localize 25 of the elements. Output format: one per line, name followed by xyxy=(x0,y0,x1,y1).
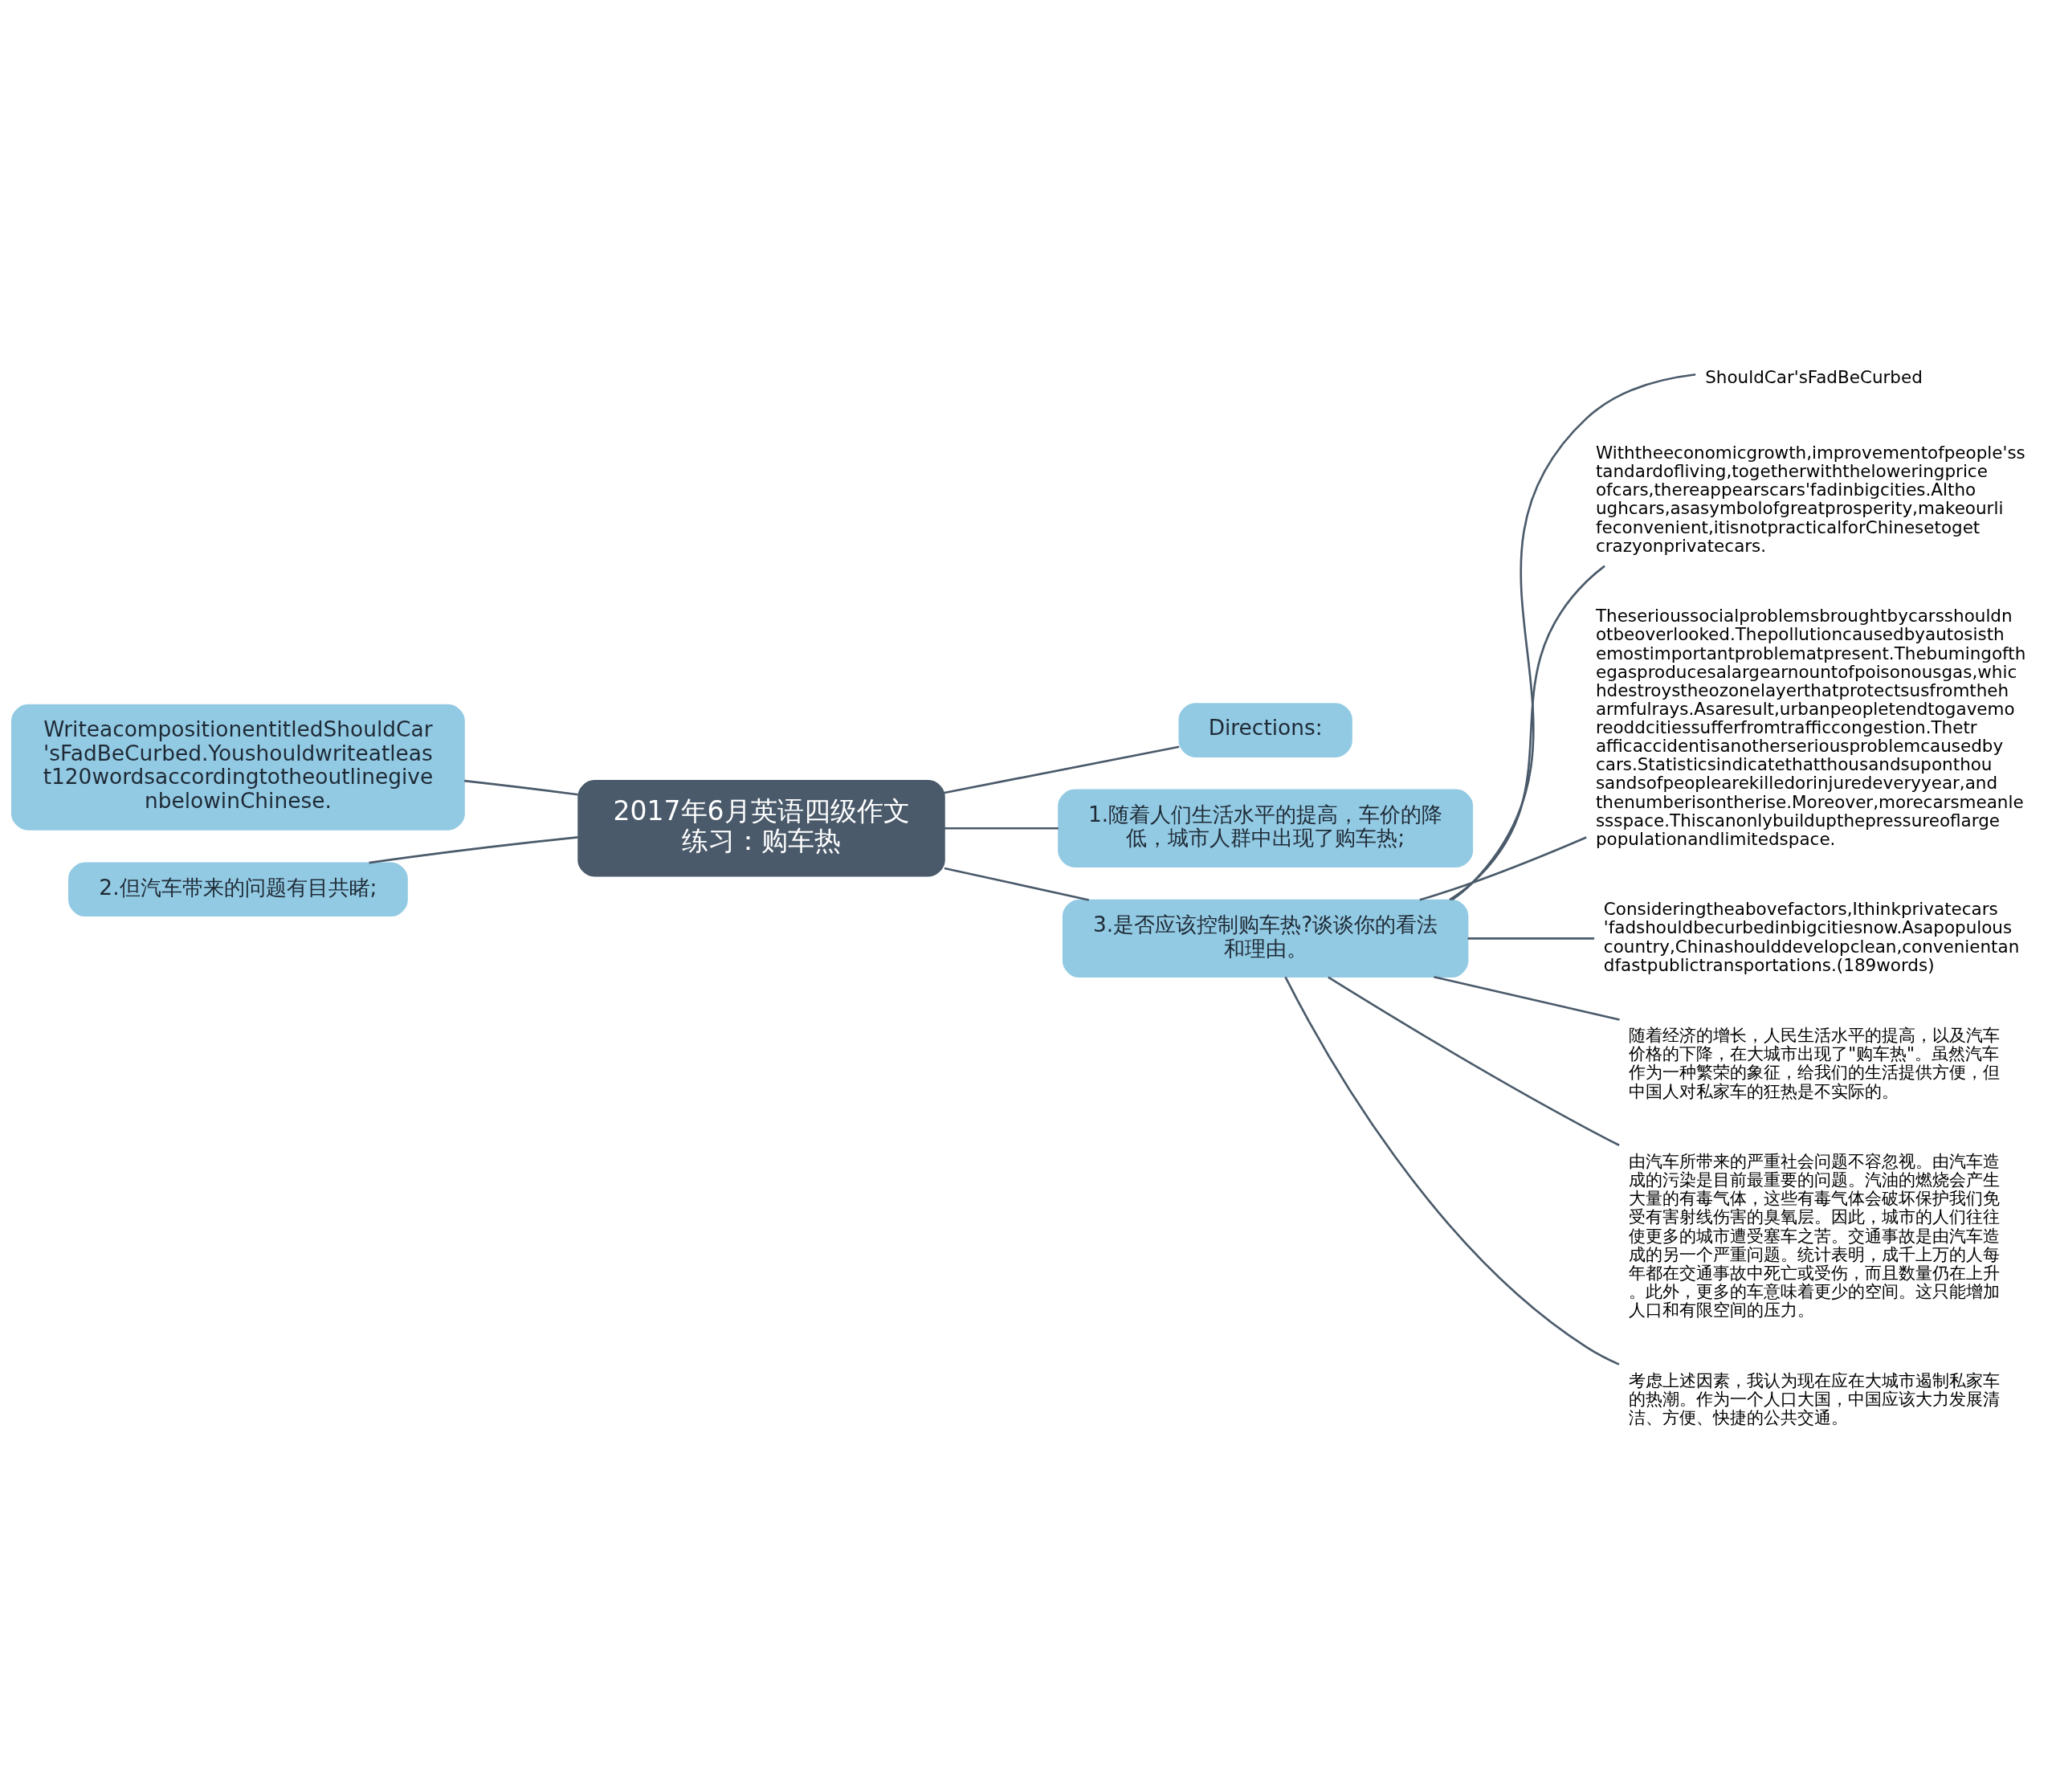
node-text: ShouldCar'sFadBeCurbed xyxy=(1705,366,1923,387)
connector xyxy=(464,779,578,796)
node-box: 2017年6月英语四级作文练习：购车热 xyxy=(577,779,945,877)
connector xyxy=(944,827,1059,830)
connector xyxy=(369,836,578,864)
connector xyxy=(1467,937,1595,940)
node-text: Consideringtheabovefactors,Ithinkprivatecars'fadshouldbecurbedinbigcitiesnow.Asapopulouscountry,Chinashoulddevelopclean,convenientandfastpublictransportations.(189words) xyxy=(1603,899,2020,975)
node-box: 3.是否应该控制购车热?谈谈你的看法和理由。 xyxy=(1062,899,1469,978)
connector xyxy=(944,745,1180,794)
node-box: Directions: xyxy=(1178,703,1352,757)
connector xyxy=(1451,373,1696,901)
connector xyxy=(1434,976,1620,1021)
node-box: WriteacompositionentitledShouldCar'sFadBeCurbed.Youshouldwriteatleast120wordsaccordingtotheoutlinegivenbelowinChinese. xyxy=(10,704,465,831)
node-text: Withtheeconomicgrowth,improvementofpeople'sstandardofliving,togetherwiththeloweringpriceofcars,thereappearscars'fadinbigcities.Althoughcars,asasymbolofgreatprosperity,makeourlifeconvenient,itisnotpracticalforChinesetogetcrazyonprivatecars. xyxy=(1595,443,2025,556)
connector xyxy=(1284,976,1620,1365)
node-text: 由汽车所带来的严重社会问题不容忽视。由汽车造成的污染是目前最重要的问题。汽油的燃烧会产生大量的有毒气体，这些有毒气体会破坏保护我们免受有害射线伤害的臭氧层。因此，城市的人们往往使更多的城市遭受塞车之苦。交通事故是由汽车造成的另一个严重问题。统计表明，成千上万的人每年都在交通事故中死亡或受伤，而且数量仍在上升。此外，更多的车意味着更少的空间。这只能增加人口和有限空间的压力。 xyxy=(1629,1151,2001,1321)
connector xyxy=(1328,976,1620,1146)
node-text: 考虑上述因素，我认为现在应在大城市遏制私家车的热潮。作为一个人口大国，中国应该大力发展清洁、方便、快捷的公共交通。 xyxy=(1629,1370,2001,1427)
node-text: 随着经济的增长，人民生活水平的提高，以及汽车价格的下降，在大城市出现了"购车热"。虽然汽车作为一种繁荣的象征，给我们的生活提供方便，但中国人对私家车的狂热是不实际的。 xyxy=(1629,1025,2001,1101)
connector xyxy=(1449,565,1605,901)
node-box: 1.随着人们生活水平的提高，车价的降低，城市人群中出现了购车热; xyxy=(1058,789,1474,867)
connector xyxy=(1419,836,1587,901)
node-text: Theserioussocialproblemsbroughtbycarsshouldnotbeoverlooked.Thepollutioncausedbyautosisthemostimportantproblematpresent.Thebumingofthegasproducesalargearnountofpoisonousgas,whichdestroystheozonelayerthatprotectsusfromtheharmfulrays.Asaresult,urbanpeopletendtogavemoreoddcitiessufferfromtrafficcongestion.Thetrafficaccidentisanotherseriousproblemcausedbycars.Statisticsindicatethatthousandsuponthousandsofpeoplearekilledorinjuredeveryyear,andthenumberisontherise.Moreover,morecarsmeanlessspace.Thiscanonlybuildupthepressureoflargepopulationandlimitedspace. xyxy=(1595,606,2026,849)
node-box: 2.但汽车带来的问题有目共睹; xyxy=(68,862,408,917)
connector xyxy=(944,867,1090,901)
